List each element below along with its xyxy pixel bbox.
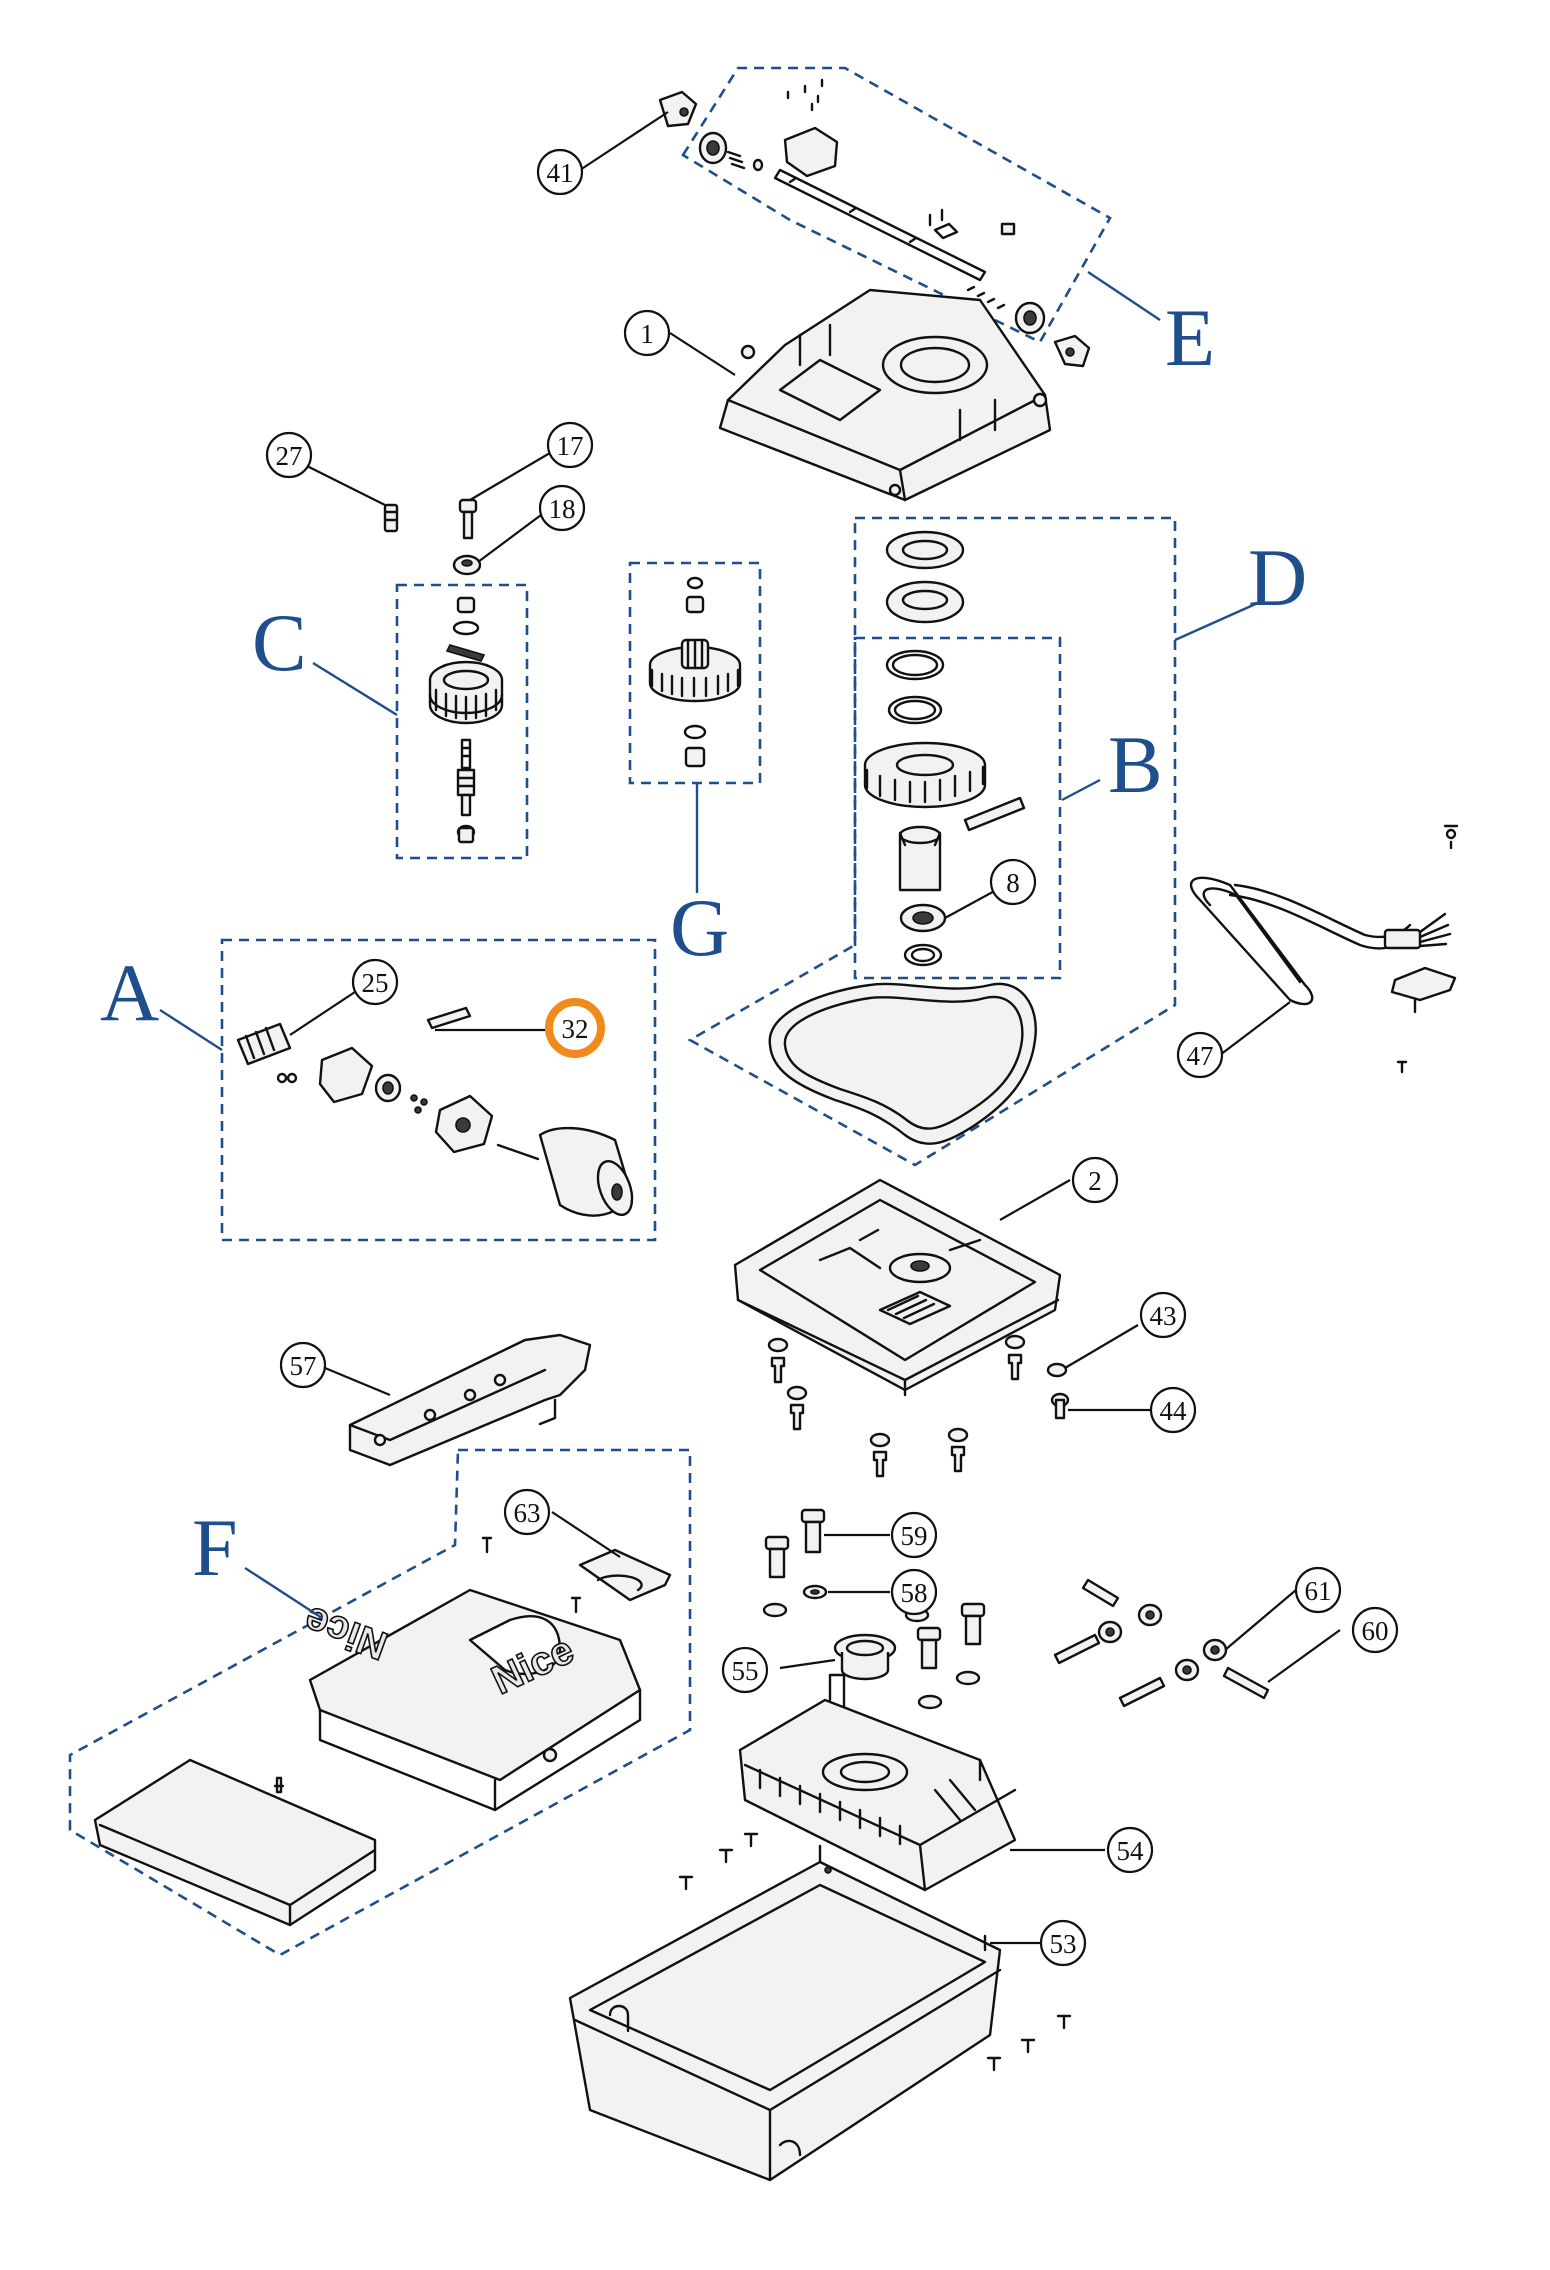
svg-text:47: 47: [1187, 1041, 1214, 1071]
svg-text:59: 59: [901, 1521, 928, 1551]
part-27-pin: [383, 503, 399, 533]
callout-43[interactable]: 43: [1139, 1291, 1187, 1339]
svg-text:1: 1: [640, 319, 654, 349]
callout-41[interactable]: 41: [536, 148, 584, 196]
base-tray-screws: [678, 1832, 1072, 2072]
callout-55[interactable]: 55: [721, 1646, 769, 1694]
callout-61[interactable]: 61: [1294, 1566, 1342, 1614]
group-leaders: [159, 271, 1261, 1620]
group-letter-d: D: [1248, 532, 1307, 623]
part-55-bushing: [833, 1633, 897, 1681]
part-2-lower-housing: [733, 1178, 1062, 1397]
svg-text:54: 54: [1117, 1836, 1145, 1866]
group-g-boundary: [628, 561, 762, 785]
group-f-boundary: [68, 1448, 692, 1957]
svg-text:55: 55: [732, 1656, 759, 1686]
parts-60-61-pins-nuts: [1053, 1578, 1270, 1708]
part-43-washer: [1046, 1362, 1068, 1378]
callout-1[interactable]: 1: [623, 309, 671, 357]
group-b-boundary: [853, 636, 1062, 980]
svg-text:58: 58: [901, 1578, 928, 1608]
group-e-parts: [698, 78, 1091, 368]
group-f-parts: Nice Nice: [93, 1536, 672, 1927]
callout-57[interactable]: 57: [279, 1341, 327, 1389]
svg-text:61: 61: [1305, 1576, 1332, 1606]
callout-32-highlighted[interactable]: 32: [545, 998, 605, 1058]
part-53-base-tray: [568, 1844, 1002, 2182]
group-boundaries: [68, 66, 1177, 1957]
callout-27[interactable]: 27: [265, 431, 313, 479]
group-letter-f: F: [192, 1502, 238, 1593]
group-c-parts: [428, 596, 504, 844]
part-57-bracket: [348, 1333, 592, 1467]
group-g-parts: [648, 576, 742, 768]
svg-text:25: 25: [362, 968, 389, 998]
svg-text:27: 27: [276, 441, 303, 471]
group-a-parts: [236, 1006, 634, 1217]
callout-18[interactable]: 18: [538, 484, 586, 532]
callout-44[interactable]: 44: [1149, 1386, 1197, 1434]
svg-text:18: 18: [549, 494, 576, 524]
cover-logo-upper: Nice: [299, 1598, 393, 1668]
group-letter-b: B: [1108, 719, 1163, 810]
group-a-boundary: [220, 938, 657, 1242]
callout-17[interactable]: 17: [546, 421, 594, 469]
group-c-boundary: [395, 583, 529, 860]
group-e-boundary: [681, 66, 1112, 344]
svg-text:44: 44: [1160, 1396, 1188, 1426]
group-letter-g: G: [670, 882, 729, 973]
callout-47[interactable]: 47: [1176, 1031, 1224, 1079]
callout-2[interactable]: 2: [1071, 1156, 1119, 1204]
callout-54[interactable]: 54: [1106, 1826, 1154, 1874]
part-59-bolts: [764, 1508, 986, 1670]
svg-text:63: 63: [514, 1498, 541, 1528]
svg-text:53: 53: [1050, 1929, 1077, 1959]
group-d-boundary: [687, 516, 1177, 1167]
part-17-screw: [458, 498, 478, 540]
callout-63[interactable]: 63: [503, 1488, 551, 1536]
callout-25[interactable]: 25: [351, 958, 399, 1006]
leader-lines: [289, 111, 1341, 1945]
group-letter-a: A: [100, 947, 159, 1038]
part-18-washer: [452, 554, 482, 576]
callout-8[interactable]: 8: [989, 858, 1037, 906]
svg-text:32: 32: [562, 1014, 589, 1044]
group-letter-c: C: [252, 597, 307, 688]
callouts: 41 1 27 17 18 8 25 32: [265, 148, 1399, 1967]
svg-text:60: 60: [1362, 1616, 1389, 1646]
callout-60[interactable]: 60: [1351, 1606, 1399, 1654]
svg-text:41: 41: [547, 158, 574, 188]
svg-text:2: 2: [1088, 1166, 1102, 1196]
part-54-mounting-frame: [738, 1673, 1017, 1892]
group-b-parts: [863, 649, 1026, 967]
callout-53[interactable]: 53: [1039, 1919, 1087, 1967]
lower-housing-screws: [767, 1334, 1026, 1478]
part-47-cable-harness: [1189, 824, 1459, 1074]
part-1-upper-housing: [718, 288, 1052, 502]
group-d-parts: [768, 530, 1037, 1145]
group-letter-e: E: [1165, 292, 1215, 383]
part-41-release-key: [658, 90, 698, 128]
svg-text:57: 57: [290, 1351, 317, 1381]
part-44-screw: [1050, 1392, 1070, 1420]
parts: Nice Nice: [93, 78, 1459, 2182]
callout-59[interactable]: 59: [890, 1511, 938, 1559]
callout-58[interactable]: 58: [890, 1568, 938, 1616]
svg-text:43: 43: [1150, 1301, 1177, 1331]
group-letters: A B C D E F G: [100, 292, 1307, 1593]
svg-text:17: 17: [557, 431, 584, 461]
svg-text:8: 8: [1006, 868, 1020, 898]
